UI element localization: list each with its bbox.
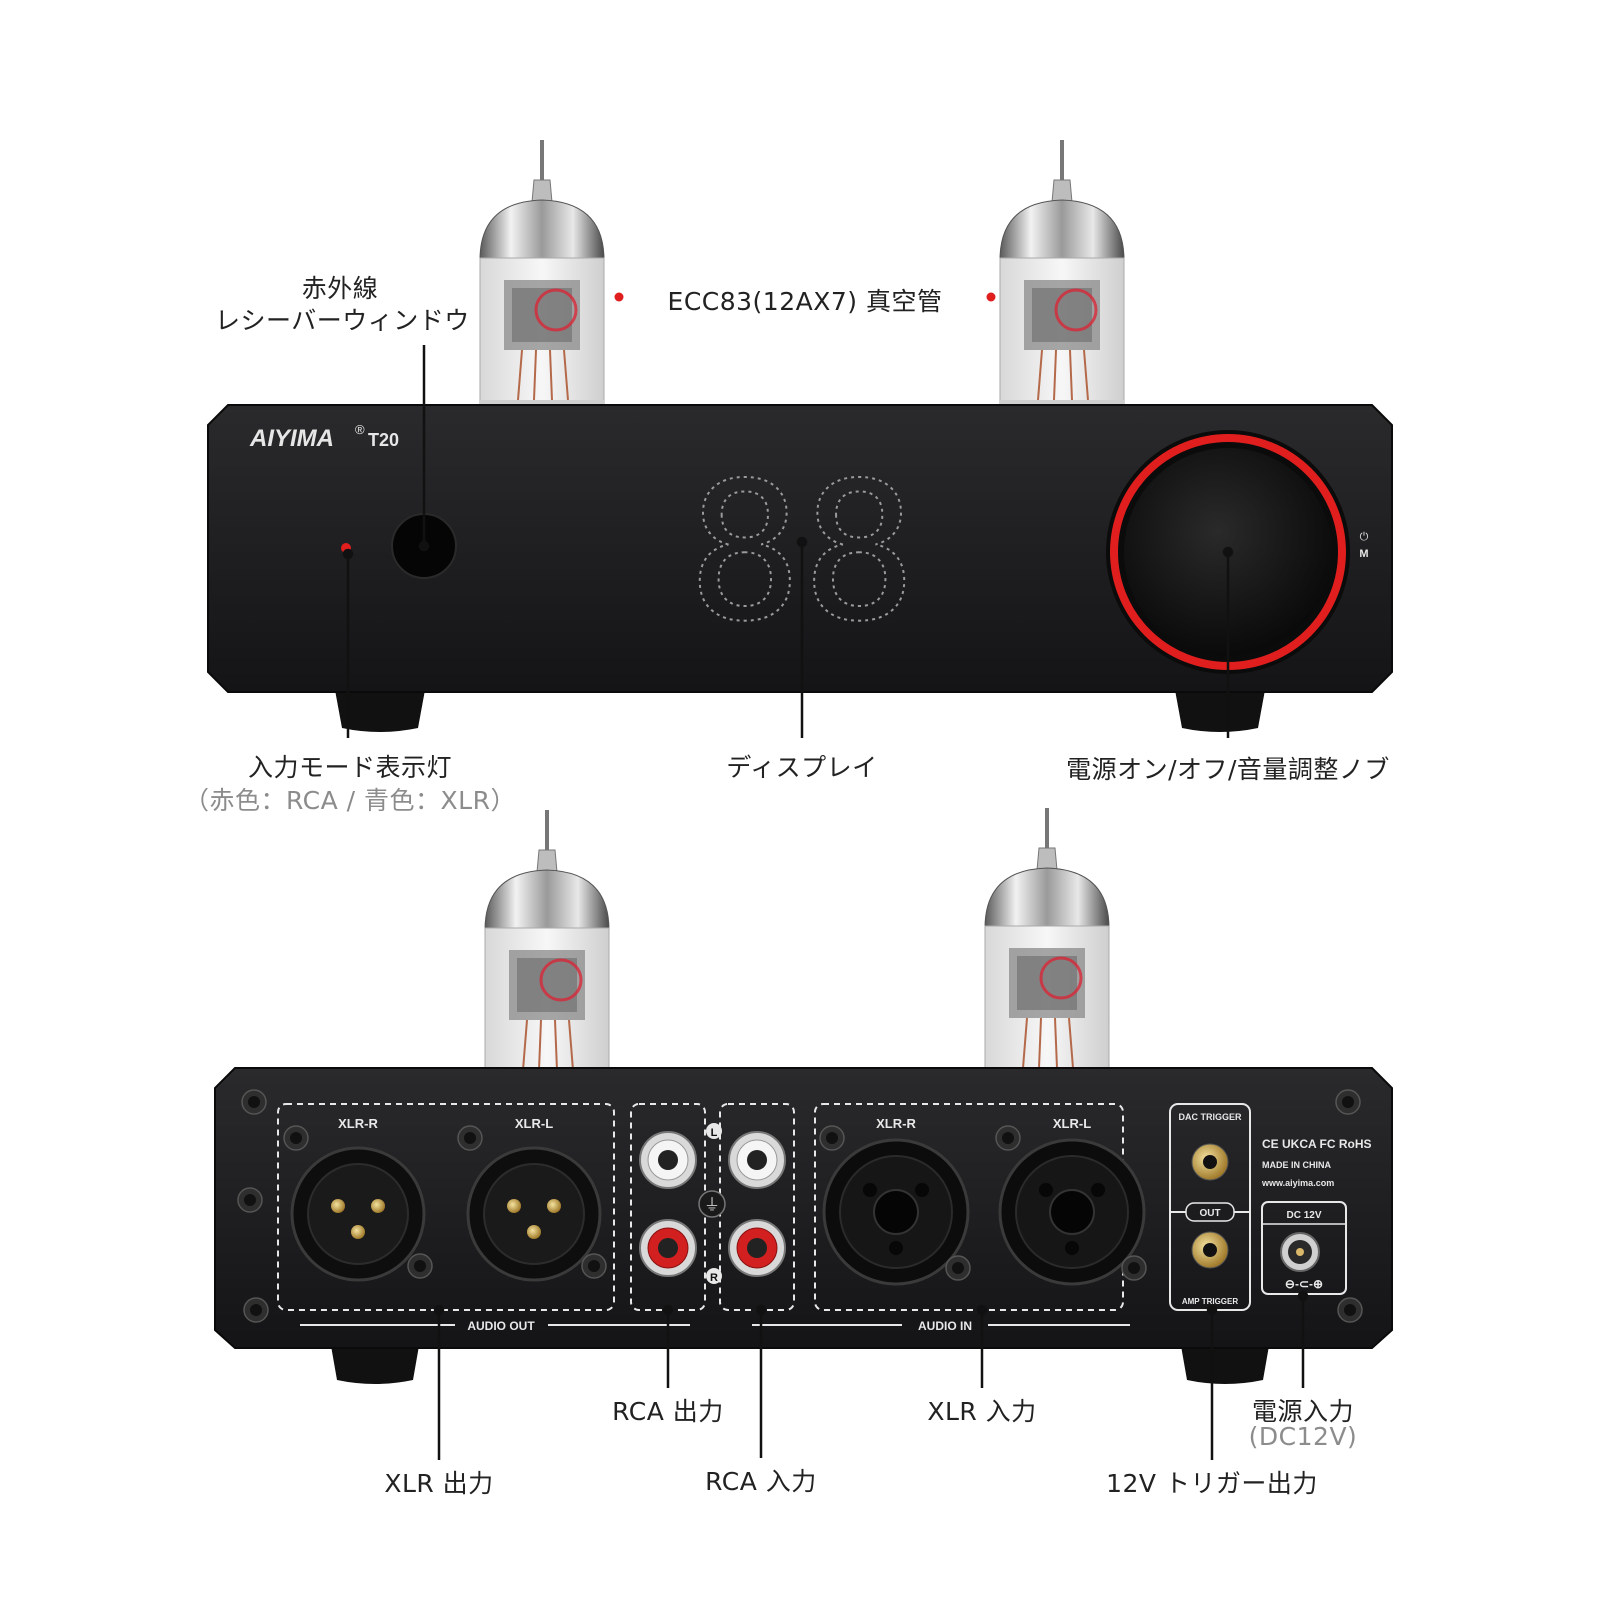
- rear-callouts: [433, 1290, 1309, 1460]
- indicator-sublabel: （赤色：RCA / 青色：XLR）: [184, 786, 516, 815]
- xlr-out-l-label: XLR-L: [515, 1116, 553, 1131]
- tube-marker-left: [614, 292, 624, 302]
- channel-markers: [706, 1123, 722, 1284]
- power-input-sublabel: (DC12V): [1248, 1422, 1358, 1451]
- audio-in-label: AUDIO IN: [918, 1319, 972, 1333]
- dc-label: DC 12V: [1286, 1210, 1321, 1221]
- made-in-label: MADE IN CHINA: [1262, 1160, 1331, 1170]
- rca-in-right-jack: [728, 1219, 786, 1277]
- model-name: T20: [368, 430, 399, 450]
- tube-rear-left: [483, 808, 611, 1080]
- rear-feet: [330, 1340, 1270, 1384]
- ir-receiver-label-line2: レシーバーウィンドウ: [215, 306, 470, 335]
- website-label: www.aiyima.com: [1261, 1178, 1334, 1188]
- rca-in-label: RCA 入力: [705, 1467, 817, 1496]
- rca-in-left-jack: [728, 1131, 786, 1189]
- tube-front-right: [998, 138, 1126, 410]
- polarity-icon: ⊖-⊂-⊕: [1285, 1277, 1323, 1291]
- indicator-label: 入力モード表示灯: [247, 753, 452, 782]
- ground-icon: ⏚: [704, 1195, 720, 1214]
- knob-label: 電源オン/オフ/音量調整ノブ: [1066, 755, 1390, 784]
- tube-rear-right: [983, 806, 1111, 1078]
- xlr-in-label: XLR 入力: [927, 1397, 1037, 1426]
- rca-out-label: RCA 出力: [612, 1397, 724, 1426]
- power-input-label: 電源入力: [1251, 1397, 1354, 1426]
- certification-marks: CE UKCA FC RoHS: [1262, 1137, 1372, 1151]
- registered-mark: ®: [355, 422, 365, 437]
- xlr-in-l-label: XLR-L: [1053, 1116, 1091, 1131]
- audio-out-label: AUDIO OUT: [467, 1319, 535, 1333]
- brand-logo: AIYIMA: [249, 425, 334, 452]
- mode-icon: M: [1359, 548, 1368, 560]
- rca-out-left-jack: [639, 1131, 697, 1189]
- front-feet: [335, 690, 1265, 732]
- ir-receiver-label-line1: 赤外線: [301, 274, 379, 303]
- front-callouts: [342, 345, 1234, 738]
- xlr-in-r-label: XLR-R: [876, 1116, 916, 1131]
- display-label: ディスプレイ: [726, 753, 878, 782]
- front-panel: [207, 404, 1393, 693]
- amp-trigger-label: AMP TRIGGER: [1182, 1297, 1239, 1306]
- tube-front-left: [478, 138, 606, 410]
- out-label: OUT: [1199, 1208, 1220, 1219]
- dc-power-jack: [1280, 1232, 1320, 1272]
- xlr-out-r-label: XLR-R: [338, 1116, 378, 1131]
- dac-trigger-label: DAC TRIGGER: [1179, 1112, 1243, 1122]
- trigger-out-label: 12V トリガー出力: [1106, 1469, 1318, 1498]
- channel-r-mark: R: [710, 1272, 718, 1284]
- tube-label: ECC83(12AX7) 真空管: [667, 287, 943, 316]
- xlr-out-label: XLR 出力: [384, 1469, 494, 1498]
- ir-receiver-label: 赤外線 レシーバーウィンドウ: [215, 273, 470, 337]
- out-tag-bg: [1185, 1202, 1235, 1222]
- rca-out-right-jack: [639, 1219, 697, 1277]
- amp-trigger-jack: [1191, 1231, 1229, 1269]
- ground-screw: [698, 1190, 726, 1218]
- tube-marker-right: [986, 292, 996, 302]
- power-icon: ⏻: [1360, 530, 1369, 543]
- channel-l-mark: L: [711, 1127, 718, 1139]
- dac-trigger-jack: [1191, 1143, 1229, 1181]
